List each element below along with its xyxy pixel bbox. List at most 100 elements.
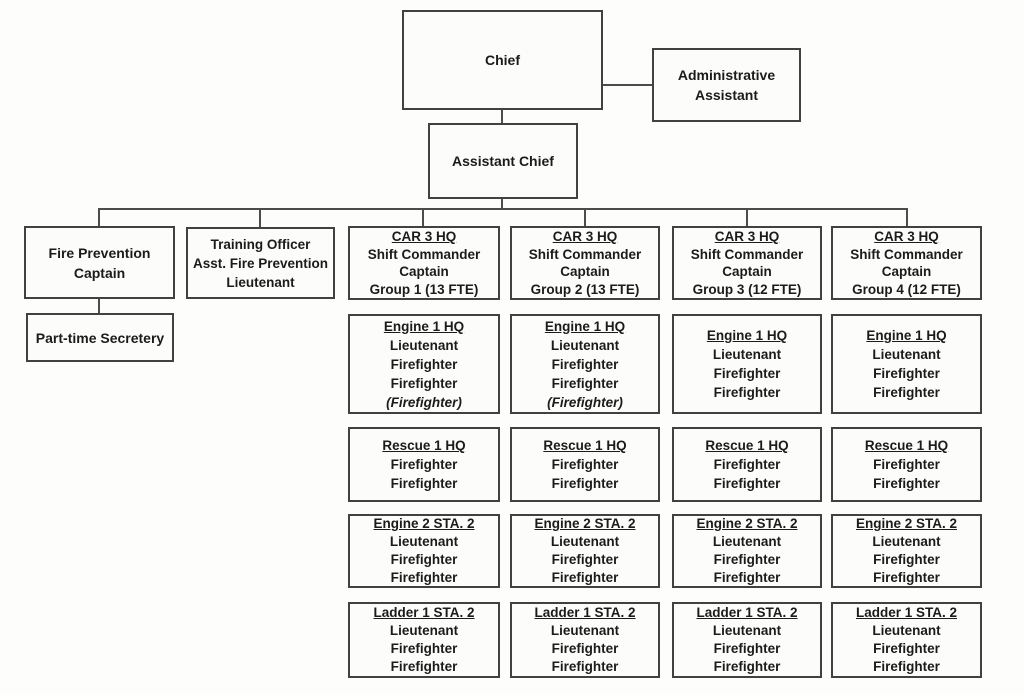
org-node-ladder1-col2: Ladder 1 STA. 2 Lieutenant Firefighter F… xyxy=(510,602,660,678)
org-node-engine1-col3: Engine 1 HQ Lieutenant Firefighter Firef… xyxy=(672,314,822,414)
node-line: Ladder 1 STA. 2 xyxy=(373,605,475,620)
org-node-group-4: CAR 3 HQ Shift Commander Captain Group 4… xyxy=(831,226,982,300)
node-line: Group 3 (12 FTE) xyxy=(692,281,802,297)
node-line: Firefighter xyxy=(713,366,781,381)
node-line: Firefighter xyxy=(551,457,619,472)
node-line: Firefighter xyxy=(713,570,781,585)
node-line: Assistant Chief xyxy=(452,153,554,169)
org-node-engine1-col4: Engine 1 HQ Lieutenant Firefighter Firef… xyxy=(831,314,982,414)
node-line: Administrative xyxy=(677,67,776,83)
node-line: Chief xyxy=(485,52,520,68)
node-line: Lieutenant xyxy=(389,534,459,549)
node-line: Lieutenant xyxy=(550,337,620,353)
node-line: Firefighter xyxy=(713,385,781,400)
node-line: Firefighter xyxy=(551,659,619,674)
node-line: Captain xyxy=(722,264,772,279)
node-line: Engine 1 HQ xyxy=(866,328,947,343)
node-line: Lieutenant xyxy=(389,623,459,638)
node-line: Shift Commander xyxy=(528,246,642,262)
node-line: Firefighter xyxy=(873,552,940,567)
node-line: CAR 3 HQ xyxy=(714,229,780,244)
org-node-engine2-col3: Engine 2 STA. 2 Lieutenant Firefighter F… xyxy=(672,514,822,588)
org-node-ladder1-col4: Ladder 1 STA. 2 Lieutenant Firefighter F… xyxy=(831,602,982,678)
org-node-administrative-assistant: Administrative Assistant xyxy=(652,48,801,122)
org-node-engine2-col4: Engine 2 STA. 2 Lieutenant Firefighter F… xyxy=(831,514,982,588)
connector-drop-fire-prevention xyxy=(98,208,100,226)
org-node-group-1: CAR 3 HQ Shift Commander Captain Group 1… xyxy=(348,226,500,300)
node-line: Firefighter xyxy=(390,457,458,472)
org-node-rescue1-col4: Rescue 1 HQ Firefighter Firefighter xyxy=(831,427,982,502)
connector-bus xyxy=(98,208,908,210)
node-line: Rescue 1 HQ xyxy=(705,438,789,453)
node-line: Firefighter xyxy=(551,476,619,491)
node-line: Firefighter xyxy=(713,476,781,491)
node-line: Firefighter xyxy=(551,552,619,567)
node-line: Firefighter xyxy=(873,659,940,674)
org-node-rescue1-col2: Rescue 1 HQ Firefighter Firefighter xyxy=(510,427,660,502)
node-line: Engine 2 STA. 2 xyxy=(855,516,958,531)
node-line: Firefighter xyxy=(551,375,619,391)
connector-chief-assistant xyxy=(501,110,503,123)
node-line: Captain xyxy=(399,264,449,279)
node-line: Engine 1 HQ xyxy=(544,318,626,334)
org-node-engine2-col2: Engine 2 STA. 2 Lieutenant Firefighter F… xyxy=(510,514,660,588)
node-line: Firefighter xyxy=(713,552,781,567)
node-line: Part-time Secretery xyxy=(35,329,165,346)
org-node-assistant-chief: Assistant Chief xyxy=(428,123,578,199)
node-line: Assistant xyxy=(694,87,759,103)
node-line: Ladder 1 STA. 2 xyxy=(855,605,958,620)
org-node-chief: Chief xyxy=(402,10,603,110)
node-line: Group 4 (12 FTE) xyxy=(852,281,961,297)
node-line: Firefighter xyxy=(873,457,940,472)
org-node-group-3: CAR 3 HQ Shift Commander Captain Group 3… xyxy=(672,226,822,300)
node-line: Rescue 1 HQ xyxy=(382,438,466,453)
org-node-ladder1-col3: Ladder 1 STA. 2 Lieutenant Firefighter F… xyxy=(672,602,822,678)
node-line: CAR 3 HQ xyxy=(552,229,618,244)
org-node-rescue1-col1: Rescue 1 HQ Firefighter Firefighter xyxy=(348,427,500,502)
node-line: Engine 2 STA. 2 xyxy=(696,516,798,531)
node-line: Firefighter xyxy=(873,366,940,381)
node-line: Firefighter xyxy=(390,476,458,491)
node-line: Firefighter xyxy=(873,476,940,491)
node-line: Firefighter xyxy=(390,641,458,656)
node-line: Firefighter xyxy=(713,457,781,472)
node-line: Lieutenant xyxy=(389,337,459,353)
org-node-engine2-col1: Engine 2 STA. 2 Lieutenant Firefighter F… xyxy=(348,514,500,588)
node-line: Ladder 1 STA. 2 xyxy=(696,605,798,620)
org-node-part-time-secretary: Part-time Secretery xyxy=(26,313,174,362)
node-line: Firefighter xyxy=(873,641,940,656)
connector-captain-secretary xyxy=(98,299,100,313)
node-line: Rescue 1 HQ xyxy=(864,438,949,453)
connector-drop-group-2 xyxy=(584,208,586,226)
node-line: Engine 1 HQ xyxy=(383,318,465,334)
node-line: Firefighter xyxy=(390,356,458,372)
node-line: (Firefighter) xyxy=(386,394,462,410)
node-line: Firefighter xyxy=(551,356,619,372)
node-line: Shift Commander xyxy=(850,246,963,262)
org-node-training-officer: Training Officer Asst. Fire Prevention L… xyxy=(186,227,335,299)
node-line: Rescue 1 HQ xyxy=(543,438,627,453)
node-line: Firefighter xyxy=(390,659,458,674)
connector-drop-training-officer xyxy=(259,208,261,227)
org-node-engine1-col2: Engine 1 HQ Lieutenant Firefighter Firef… xyxy=(510,314,660,414)
node-line: Firefighter xyxy=(390,570,458,585)
node-line: Firefighter xyxy=(713,659,781,674)
node-line: Group 2 (13 FTE) xyxy=(530,281,640,297)
node-line: Firefighter xyxy=(551,641,619,656)
node-line: Firefighter xyxy=(713,641,781,656)
node-line: Training Officer xyxy=(210,236,311,252)
node-line: Shift Commander xyxy=(367,246,481,262)
node-line: Shift Commander xyxy=(690,246,804,262)
connector-drop-group-4 xyxy=(906,208,908,226)
node-line: Engine 1 HQ xyxy=(706,328,788,343)
node-line: Firefighter xyxy=(390,552,458,567)
node-line: CAR 3 HQ xyxy=(391,229,457,244)
node-line: Fire Prevention xyxy=(48,244,151,261)
node-line: Group 1 (13 FTE) xyxy=(369,281,479,297)
node-line: Ladder 1 STA. 2 xyxy=(534,605,636,620)
node-line: Lieutenant xyxy=(226,274,295,290)
node-line: Lieutenant xyxy=(872,347,941,362)
node-line: Lieutenant xyxy=(712,623,782,638)
org-node-fire-prevention-captain: Fire Prevention Captain xyxy=(24,226,175,299)
